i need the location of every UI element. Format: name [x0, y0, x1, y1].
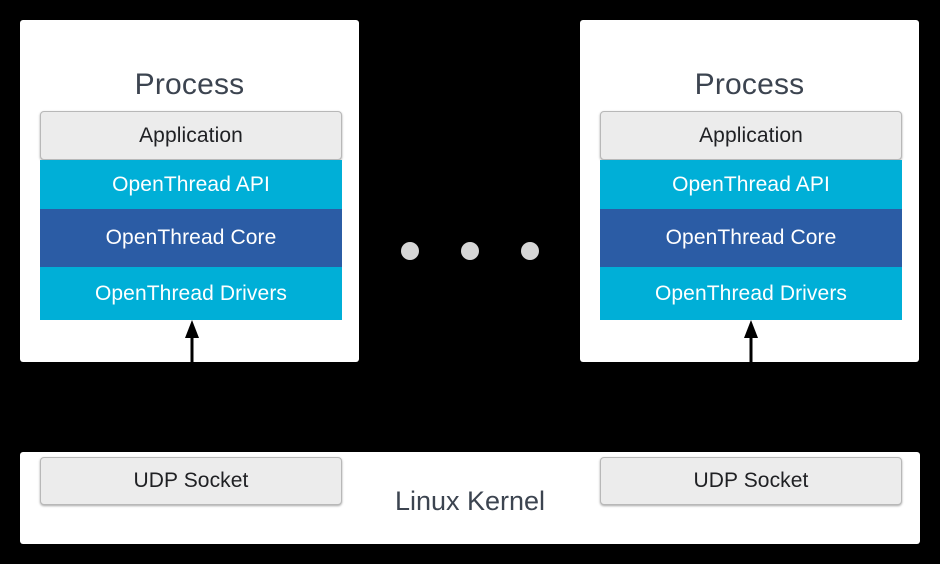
layer-application-left[interactable]: Application: [40, 111, 342, 160]
udp-socket-left[interactable]: UDP Socket: [40, 457, 342, 505]
layer-openthread-api-right[interactable]: OpenThread API: [600, 160, 902, 209]
udp-socket-right[interactable]: UDP Socket: [600, 457, 902, 505]
layer-label: Application: [139, 123, 243, 147]
layer-label: OpenThread API: [112, 172, 270, 196]
layer-openthread-core-right[interactable]: OpenThread Core: [600, 209, 902, 267]
udp-socket-label: UDP Socket: [133, 469, 249, 492]
right-socket-to-drivers-arrow: [744, 320, 758, 365]
more-processes-dot-2: [461, 242, 479, 260]
layer-label: Application: [699, 123, 803, 147]
process-title-right: Process: [694, 68, 805, 101]
layer-label: OpenThread Drivers: [654, 281, 848, 305]
linux-kernel-label: Linux Kernel: [394, 486, 546, 516]
layer-openthread-api-left[interactable]: OpenThread API: [40, 160, 342, 209]
more-processes-dot-1: [401, 242, 419, 260]
left-socket-to-drivers-arrow: [185, 320, 199, 365]
layer-openthread-drivers-left[interactable]: OpenThread Drivers: [40, 267, 342, 320]
layer-label: OpenThread API: [672, 172, 830, 196]
more-processes-dot-3: [521, 242, 539, 260]
layer-application-right[interactable]: Application: [600, 111, 902, 160]
layer-label: OpenThread Core: [665, 226, 837, 249]
layer-label: OpenThread Drivers: [94, 281, 288, 305]
layer-openthread-drivers-right[interactable]: OpenThread Drivers: [600, 267, 902, 320]
udp-socket-label: UDP Socket: [693, 469, 809, 492]
layer-label: OpenThread Core: [105, 226, 277, 249]
layer-openthread-core-left[interactable]: OpenThread Core: [40, 209, 342, 267]
process-title-left: Process: [134, 68, 245, 101]
